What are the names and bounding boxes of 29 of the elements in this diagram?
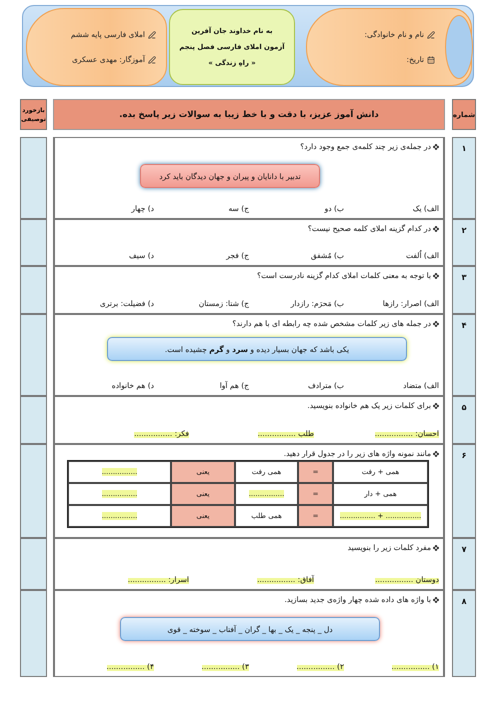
question-number: ۲	[452, 219, 476, 266]
question-panel	[53, 219, 445, 266]
header-scroll	[306, 8, 472, 86]
feedback-box	[20, 396, 47, 444]
header-panel	[22, 5, 474, 87]
feedback-box	[20, 314, 47, 396]
feedback-box	[20, 137, 47, 219]
feedback-box	[20, 219, 47, 266]
question-panel	[53, 314, 445, 396]
question-panel	[53, 590, 445, 677]
feedback-box	[20, 444, 47, 538]
title-plaque	[169, 9, 295, 85]
question-number: ۷	[452, 538, 476, 590]
feedback-box	[20, 590, 47, 677]
question-number: ۶	[452, 444, 476, 538]
question-number: ۴	[452, 314, 476, 396]
question-number: ۱	[452, 137, 476, 219]
question-number: ۵	[452, 396, 476, 444]
question-panel	[53, 137, 445, 219]
question-panel	[53, 266, 445, 314]
feedback-box	[20, 538, 47, 590]
header-scroll	[26, 8, 167, 86]
question-panel	[53, 396, 445, 444]
question-panel	[53, 444, 445, 538]
question-panel	[53, 538, 445, 590]
question-number: ۳	[452, 266, 476, 314]
question-number: ۸	[452, 590, 476, 677]
instruction-banner: دانش آموز عزیز، با دقت و با خط زیبا به سوالات زیر پاسخ بده.	[53, 99, 445, 130]
feedback-box	[20, 266, 47, 314]
